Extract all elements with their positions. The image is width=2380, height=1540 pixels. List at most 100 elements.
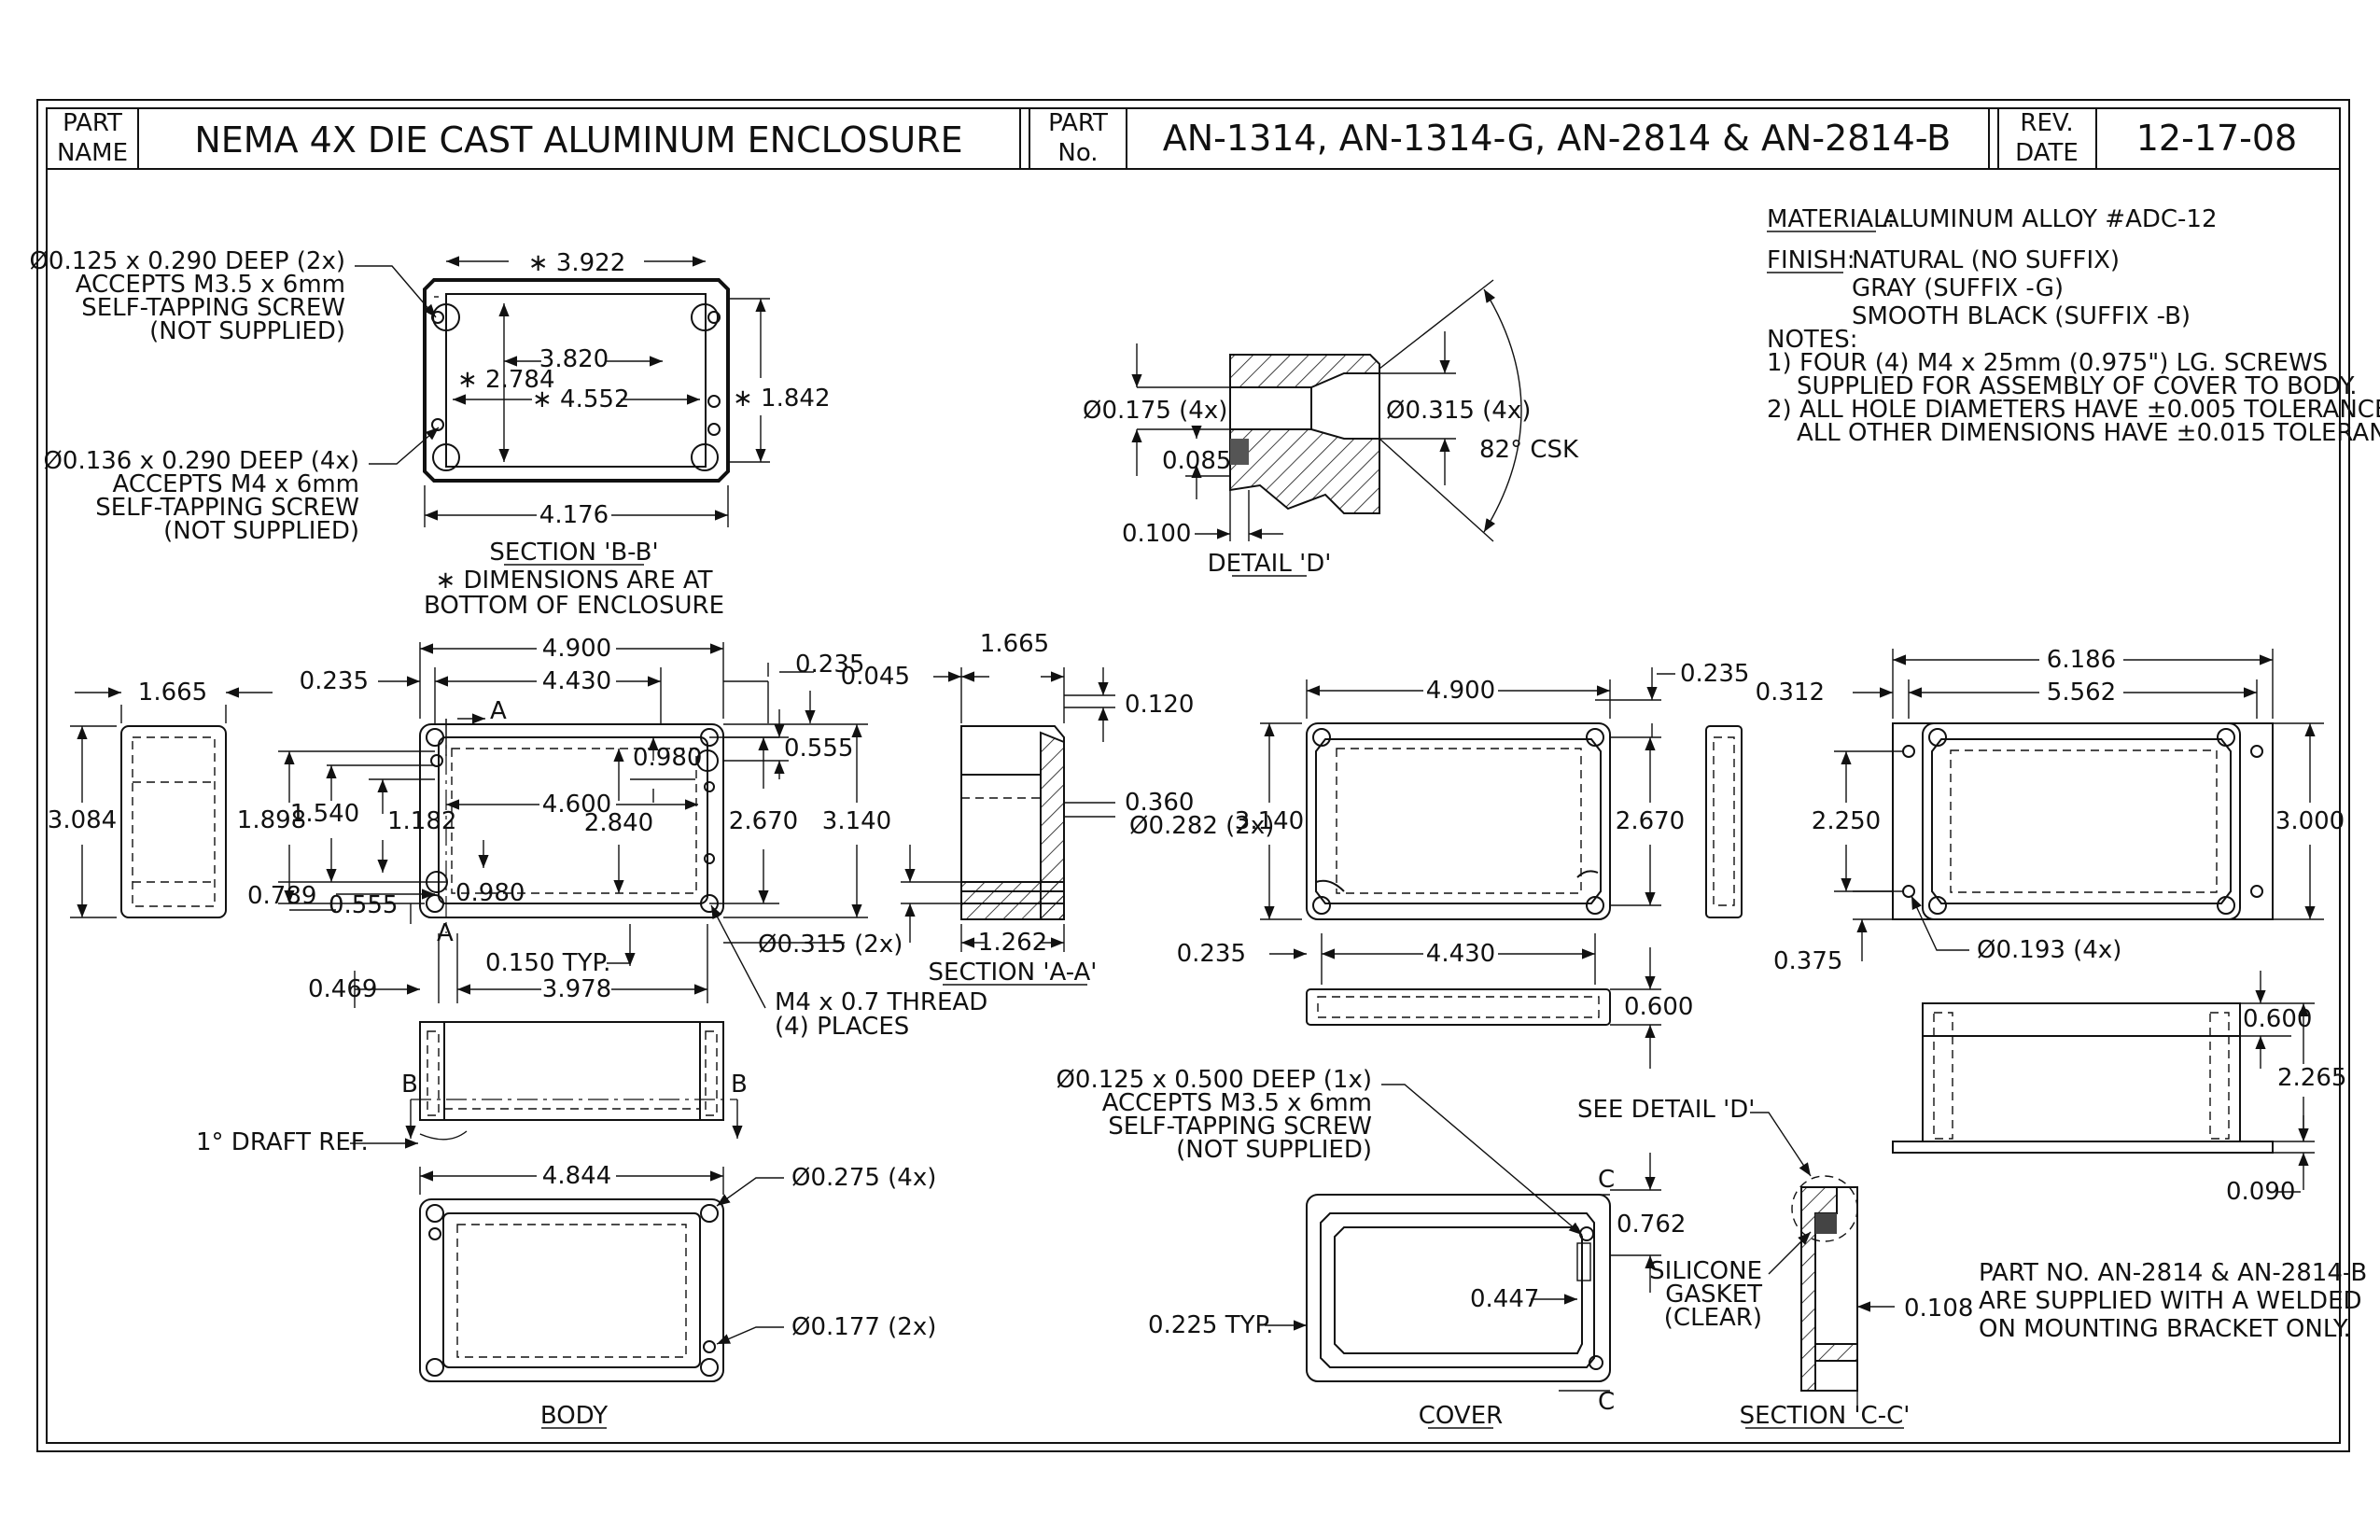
detail-d-dim-0100: 0.100 — [1122, 520, 1191, 548]
body-dim-3140: 3.140 — [822, 807, 891, 835]
body-hole — [704, 853, 715, 864]
part-number: AN-1314, AN-1314-G, AN-2814 & AN-2814-B — [1163, 118, 1951, 159]
bracket-mount-hole — [1902, 885, 1915, 898]
cover-top-view: 4.900 0.235 3.140 2.670 — [1235, 660, 1749, 920]
bracket-boss — [1928, 896, 1947, 915]
note-2a: 2) ALL HOLE DIAMETERS HAVE ±0.005 TOLERA… — [1767, 396, 2380, 424]
cover-boss — [1586, 896, 1604, 915]
body-dim-0469: 0.469 — [308, 975, 377, 1003]
bracket-front-view: 0.600 2.265 0.090 — [1892, 971, 2346, 1206]
body-dim-0789: 0.789 — [247, 882, 316, 910]
cc-marker-bottom: C — [1598, 1388, 1615, 1416]
body-hole — [696, 749, 719, 772]
bracket-dim-6186: 6.186 — [2047, 646, 2116, 674]
cover-dim-0447: 0.447 — [1470, 1285, 1539, 1313]
cover-title: COVER — [1419, 1402, 1503, 1430]
bb-corner-boss — [432, 303, 460, 331]
body-hole — [704, 781, 715, 792]
bracket-dim-2265: 2.265 — [2277, 1064, 2346, 1092]
cover-side-view — [1705, 725, 1743, 918]
body-front-view: B B 1° DRAFT REF. — [196, 1021, 748, 1156]
detail-d-dim-0175: Ø0.175 (4x) — [1083, 397, 1227, 425]
draft-note: 1° DRAFT REF. — [196, 1128, 369, 1156]
cover-hole-note-1: Ø0.125 x 0.500 DEEP (1x) — [1056, 1066, 1372, 1094]
side-dim-3084: 3.084 — [48, 806, 117, 834]
section-bb-title: SECTION 'B-B' — [489, 539, 658, 567]
body-dim-0235-left: 0.235 — [300, 667, 369, 695]
bottom-hole — [703, 1340, 716, 1353]
finish-label: FINISH: — [1767, 246, 1855, 274]
body-dim-0555-bottom: 0.555 — [329, 891, 398, 919]
note-1a: 1) FOUR (4) M4 x 25mm (0.975") LG. SCREW… — [1767, 349, 2328, 377]
bracket-dim-0600: 0.600 — [2243, 1005, 2312, 1033]
body-dim-0235-right: 0.235 — [795, 651, 864, 679]
bottom-boss — [700, 1358, 719, 1377]
body-dim-4600: 4.600 — [542, 791, 611, 819]
bracket-note-3: ON MOUNTING BRACKET ONLY. — [1979, 1315, 2351, 1343]
bracket-dim-0312: 0.312 — [1756, 679, 1825, 707]
bottom-dim-0275: Ø0.275 (4x) — [791, 1164, 936, 1192]
section-cc-title: SECTION 'C-C' — [1740, 1402, 1911, 1430]
cover-front-view: 0.235 4.430 0.600 — [1177, 933, 1693, 1069]
cc-gasket — [1815, 1213, 1837, 1234]
body-dim-1540: 1.540 — [290, 800, 359, 828]
bb-hole2-note-4: (NOT SUPPLIED) — [163, 517, 359, 545]
body-dim-3978: 3.978 — [542, 975, 611, 1003]
detail-d-dim-0085: 0.085 — [1162, 447, 1231, 475]
cover-dim-4430: 4.430 — [1426, 940, 1495, 968]
bracket-boss — [1928, 728, 1947, 747]
cover-hole-note-4: (NOT SUPPLIED) — [1176, 1136, 1372, 1164]
bracket-mount-hole — [2250, 745, 2263, 758]
bb-dim-1842: ∗ 1.842 — [733, 385, 830, 413]
body-hole — [430, 754, 443, 767]
side-dim-1665: 1.665 — [138, 679, 207, 707]
cover-boss — [1586, 728, 1604, 747]
gasket-note-1: SILICONE — [1649, 1257, 1762, 1285]
bottom-hole — [428, 1227, 441, 1240]
detail-d-gasket — [1230, 439, 1249, 465]
bb-corner-boss — [691, 303, 719, 331]
section-bb-view: Ø0.125 x 0.290 DEEP (2x) ACCEPTS M3.5 x … — [29, 247, 830, 620]
bb-hole2-note-1: Ø0.136 x 0.290 DEEP (4x) — [43, 447, 359, 475]
section-a-marker-top: A — [490, 697, 507, 725]
body-screw-boss — [426, 894, 444, 913]
detail-d-view: 82° CSK Ø0.175 (4x) Ø0.315 (4x) 0.085 0.… — [1083, 279, 1579, 578]
material-label: MATERIAL: — [1767, 205, 1895, 233]
finish-1: NATURAL (NO SUFFIX) — [1852, 246, 2120, 274]
bb-corner-boss — [691, 443, 719, 471]
body-screw-boss — [426, 728, 444, 747]
aa-dim-0120: 0.120 — [1125, 691, 1194, 719]
detail-d-dim-82: 82° CSK — [1479, 436, 1579, 464]
cover-dim-0600: 0.600 — [1624, 993, 1693, 1021]
bb-hole2-note-2: ACCEPTS M4 x 6mm — [113, 470, 359, 498]
body-title: BODY — [540, 1402, 608, 1430]
cover-dim-0762: 0.762 — [1617, 1211, 1686, 1239]
bb-hole1-note-3: SELF-TAPPING SCREW — [81, 294, 345, 322]
cc-marker-top: C — [1598, 1166, 1615, 1194]
body-dim-4430: 4.430 — [542, 667, 611, 695]
body-bottom-view: 4.844 Ø0.275 (4x) Ø0.177 (2x) BODY — [419, 1162, 936, 1430]
bracket-mount-hole — [1902, 745, 1915, 758]
bb-hole — [707, 423, 721, 436]
body-dim-0150: 0.150 TYP. — [485, 949, 610, 977]
cover-dim-4900: 4.900 — [1426, 677, 1495, 705]
rev-date: 12-17-08 — [2136, 118, 2297, 159]
body-dim-0980-bottom: 0.980 — [455, 879, 525, 907]
cc-dim-0108: 0.108 — [1904, 1295, 1973, 1323]
see-detail-note: SEE DETAIL 'D' — [1577, 1096, 1755, 1124]
part-no-label-1: PART — [1048, 109, 1108, 137]
notes-label: NOTES: — [1767, 326, 1858, 354]
part-name-label-2: NAME — [57, 139, 128, 167]
bracket-boss — [2217, 728, 2235, 747]
cover-bottom-view: Ø0.125 x 0.500 DEEP (1x) ACCEPTS M3.5 x … — [1056, 1066, 1686, 1430]
note-2b: ALL OTHER DIMENSIONS HAVE ±0.015 TOLERAN… — [1797, 419, 2380, 447]
part-name-label-1: PART — [63, 109, 122, 137]
bottom-boss — [426, 1204, 444, 1223]
body-side-view: 1.665 3.084 — [48, 679, 273, 918]
bracket-dim-3000: 3.000 — [2275, 807, 2345, 835]
aa-dim-1262: 1.262 — [978, 929, 1047, 957]
bracket-mount-hole — [2250, 885, 2263, 898]
bb-note-2: BOTTOM OF ENCLOSURE — [424, 592, 724, 620]
body-dim-4900: 4.900 — [542, 635, 611, 663]
body-dim-0315: Ø0.315 (2x) — [758, 931, 903, 959]
